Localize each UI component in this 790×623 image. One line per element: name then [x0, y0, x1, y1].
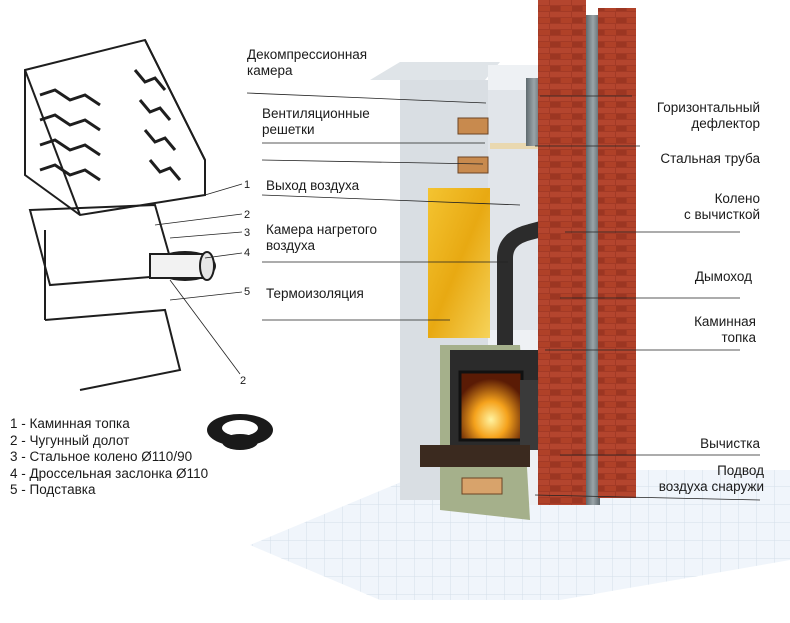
label-insulation: Термоизоляция	[266, 286, 364, 301]
label-steel-pipe: Стальная труба	[660, 151, 760, 166]
label-air-supply: Подвод воздуха снаружи	[658, 463, 764, 494]
tiled-floor	[250, 470, 790, 600]
label-decompression: Декомпрессионная камера	[247, 47, 368, 78]
insulation-panel	[428, 188, 490, 338]
label-air-out: Выход воздуха	[266, 178, 360, 193]
legend-item: 2 - Чугунный долот	[10, 432, 130, 448]
firebox-exploded-drawing	[24, 38, 216, 391]
cast-iron-collar-part	[207, 414, 273, 450]
legend-item: 5 - Подставка	[10, 482, 96, 497]
label-elbow: Колено с вычисткой	[684, 191, 760, 222]
label-vent: Вентиляционные решетки	[262, 106, 370, 137]
brick-chimney	[538, 0, 586, 505]
legend-item: 4 - Дроссельная заслонка Ø110	[10, 465, 209, 481]
callout-2-collar: 2	[240, 375, 247, 387]
fireplace-cutaway	[370, 0, 636, 520]
label-firebox: Каминная топка	[694, 314, 756, 345]
callout-4: 4	[244, 247, 251, 259]
legend-item: 1 - Каминная топка	[10, 416, 130, 431]
callout-3: 3	[244, 227, 251, 239]
leader-lines	[154, 92, 761, 501]
label-deflector: Горизонтальный дефлектор	[656, 100, 760, 131]
callout-1: 1	[244, 179, 251, 191]
label-chimney: Дымоход	[694, 269, 752, 284]
vent-grille-bottom	[457, 156, 489, 174]
vent-grille-top	[457, 117, 489, 135]
label-heated-chamber: Камера нагретого воздуха	[266, 222, 378, 253]
callout-2: 2	[244, 209, 251, 221]
parts-legend: 1 - Каминная топка 2 - Чугунный долот 3 …	[10, 416, 208, 499]
firebox-window	[458, 370, 524, 442]
brick-chimney-outer	[598, 8, 636, 498]
label-cleanout: Вычистка	[700, 436, 760, 451]
legend-item: 3 - Стальное колено Ø110/90	[10, 449, 193, 464]
callout-5: 5	[244, 286, 251, 298]
flue-elbow	[497, 216, 563, 345]
